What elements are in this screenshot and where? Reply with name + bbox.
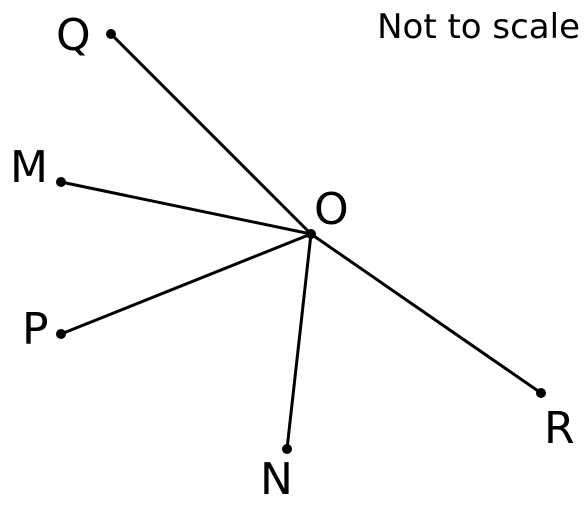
point-q-dot — [106, 29, 116, 39]
segment-op — [59, 232, 313, 336]
segment-or — [309, 232, 543, 395]
point-n-dot — [282, 444, 292, 454]
point-p-dot — [56, 329, 66, 339]
not-to-scale-note: Not to scale — [377, 7, 580, 47]
label-o: O — [314, 184, 349, 235]
label-m: M — [10, 142, 48, 193]
segment-on — [285, 232, 313, 451]
point-r-dot — [536, 388, 546, 398]
label-p: P — [22, 304, 49, 355]
label-n: N — [260, 454, 293, 505]
segment-om — [59, 180, 313, 236]
label-r: R — [544, 403, 575, 454]
point-m-dot — [56, 177, 66, 187]
segment-oq — [109, 32, 313, 236]
point-o-dot — [306, 229, 316, 239]
label-q: Q — [56, 10, 91, 61]
